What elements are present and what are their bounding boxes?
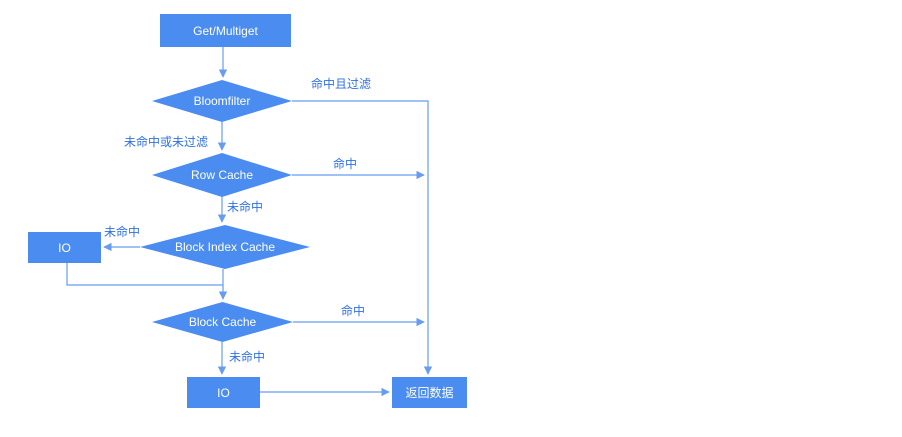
node-row-cache-label: Row Cache [190,168,254,182]
node-get-multiget: Get/Multiget [160,14,291,47]
node-block-cache-label: Block Cache [188,315,257,329]
node-io-left: IO [28,232,101,263]
edge-label-bloomfilter-miss-or-unfiltered: 未命中或未过滤 [124,135,209,149]
node-return-data: 返回数据 [392,377,467,408]
node-io-left-label: IO [58,240,71,255]
node-block-index-cache-label: Block Index Cache [174,240,276,254]
edge-label-row-cache-hit: 命中 [333,157,358,171]
node-io-bottom-label: IO [217,385,230,400]
edge-bloomfilter-to-return [292,100,433,375]
edge-label-block-cache-miss: 未命中 [229,350,266,364]
edge-label-block-index-cache-miss: 未命中 [104,225,141,239]
edge-label-bloomfilter-hit-and-filtered: 命中且过滤 [311,77,372,91]
node-get-multiget-label: Get/Multiget [193,23,258,38]
edge-label-row-cache-miss: 未命中 [227,200,264,214]
node-bloomfilter-label: Bloomfilter [193,94,251,108]
edge-io-left-feedback [66,263,223,286]
edge-label-block-cache-hit: 命中 [341,304,366,318]
node-return-data-label: 返回数据 [405,385,454,400]
node-io-bottom: IO [187,377,260,408]
